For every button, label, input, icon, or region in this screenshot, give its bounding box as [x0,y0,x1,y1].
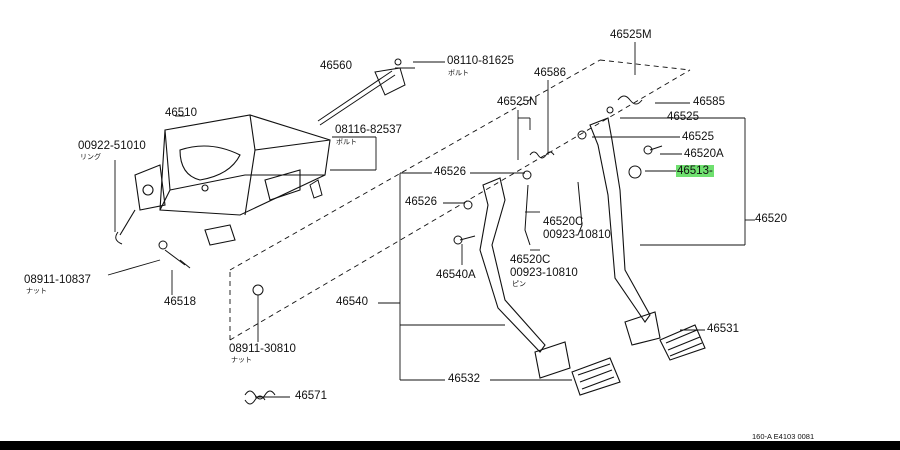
label-46540: 46540 [336,296,368,308]
label-08110-sub: ボルト [448,69,469,77]
label-00923-10810-upper: 00923-10810 [543,229,611,241]
label-08911-30810: 08911-30810 [229,343,296,355]
bottom-border-bar [0,441,900,450]
label-08116-sub: ボルト [336,138,357,146]
label-46525-upper: 46525 [667,111,699,123]
label-46525M: 46525M [610,29,652,41]
label-08116-82537: 08116-82537 [335,124,402,136]
label-08911-10837: 08911-10837 [24,274,91,286]
label-46520C-upper: 46520C [543,216,584,228]
label-00923-lower-sub: ピン [512,280,526,288]
label-46518: 46518 [164,296,196,308]
fastener-parts [115,95,663,405]
assembly-envelope-dashed [229,59,691,341]
pivot-shaft-46560 [317,58,406,126]
label-46532: 46532 [448,373,480,385]
label-46525-lower: 46525 [682,131,714,143]
diagram-reference-code: 160-A E4103 0081 [752,432,815,441]
label-46525N: 46525N [497,96,538,108]
label-00922-sub: リング [80,153,101,161]
label-46585: 46585 [693,96,725,108]
label-46520A: 46520A [684,148,724,160]
label-46560: 46560 [320,60,352,72]
label-46571: 46571 [295,390,327,402]
clutch-pedal-46540 [479,177,621,396]
label-46531: 46531 [707,323,739,335]
label-08911-30810-sub: ナット [231,356,252,364]
label-00923-10810-lower: 00923-10810 [510,267,578,279]
leader-lines [107,42,755,398]
label-46520C-lower: 46520C [510,254,551,266]
label-46586: 46586 [534,67,566,79]
label-46513: 46513- [676,165,714,178]
label-46510: 46510 [165,107,197,119]
label-46526-lower: 46526 [405,196,437,208]
label-08911-10837-sub: ナット [26,287,47,295]
label-46520: 46520 [755,213,787,225]
label-46526-upper: 46526 [434,166,466,178]
label-08110-81625: 08110-81625 [447,55,514,67]
label-46513-highlight: 46513- [676,165,714,177]
label-00922-51010: 00922-51010 [78,140,146,152]
pedal-bracket-46510 [119,114,331,246]
label-46540A: 46540A [436,269,476,281]
